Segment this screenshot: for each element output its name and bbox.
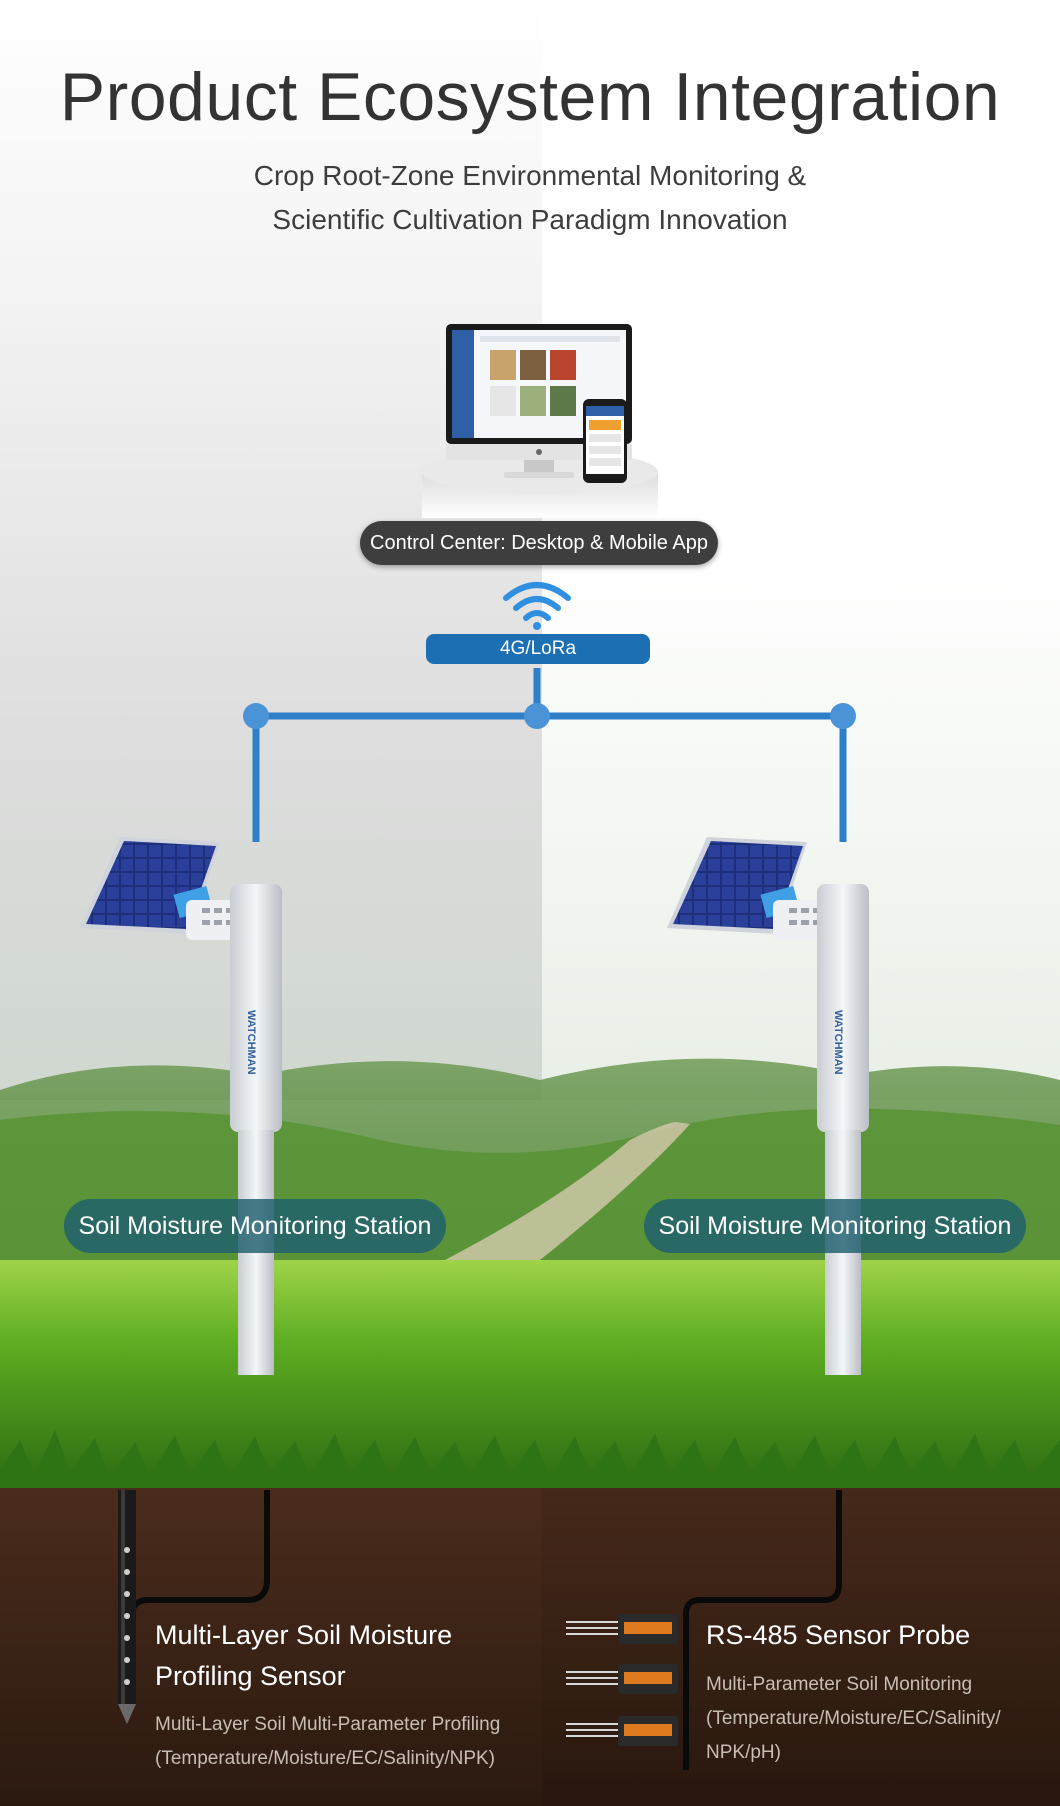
wifi-icon [503, 582, 571, 630]
rs485-probes-icon [566, 1614, 678, 1746]
control-center-label: Control Center: Desktop & Mobile App [360, 521, 718, 565]
station-label-left: Soil Moisture Monitoring Station [64, 1199, 446, 1253]
station-label-right: Soil Moisture Monitoring Station [644, 1199, 1026, 1253]
profiling-probe-icon [118, 1490, 136, 1724]
sensor-1-desc-line-2: (Temperature/Moisture/EC/Salinity/NPK) [155, 1748, 495, 1769]
station-brand: WATCHMAN [832, 1010, 844, 1075]
network-label: 4G/LoRa [426, 634, 650, 664]
sensor-2-desc-line-2: (Temperature/Moisture/EC/Salinity/ [706, 1708, 1001, 1729]
station-brand: WATCHMAN [245, 1010, 257, 1075]
sensor-2-desc-line-1: Multi-Parameter Soil Monitoring [706, 1674, 973, 1695]
sensor-2-title: RS-485 Sensor Probe [706, 1620, 971, 1650]
sensor-2-desc-line-3: NPK/pH) [706, 1742, 781, 1763]
page-subtitle-line-2: Scientific Cultivation Paradigm Innovati… [272, 204, 788, 235]
sensor-1-title-line-1: Multi-Layer Soil Moisture [155, 1620, 453, 1650]
monitoring-station-left: WATCHMAN [80, 837, 282, 1375]
sensor-1-title-line-2: Profiling Sensor [155, 1661, 346, 1691]
sensor-1-desc-line-1: Multi-Layer Soil Multi-Parameter Profili… [155, 1714, 501, 1735]
monitoring-station-right: WATCHMAN [667, 837, 869, 1375]
page-title: Product Ecosystem Integration [59, 59, 1001, 135]
smartphone-icon [583, 399, 627, 483]
solar-panel-icon [667, 837, 807, 934]
page-subtitle-line-1: Crop Root-Zone Environmental Monitoring … [253, 160, 807, 191]
